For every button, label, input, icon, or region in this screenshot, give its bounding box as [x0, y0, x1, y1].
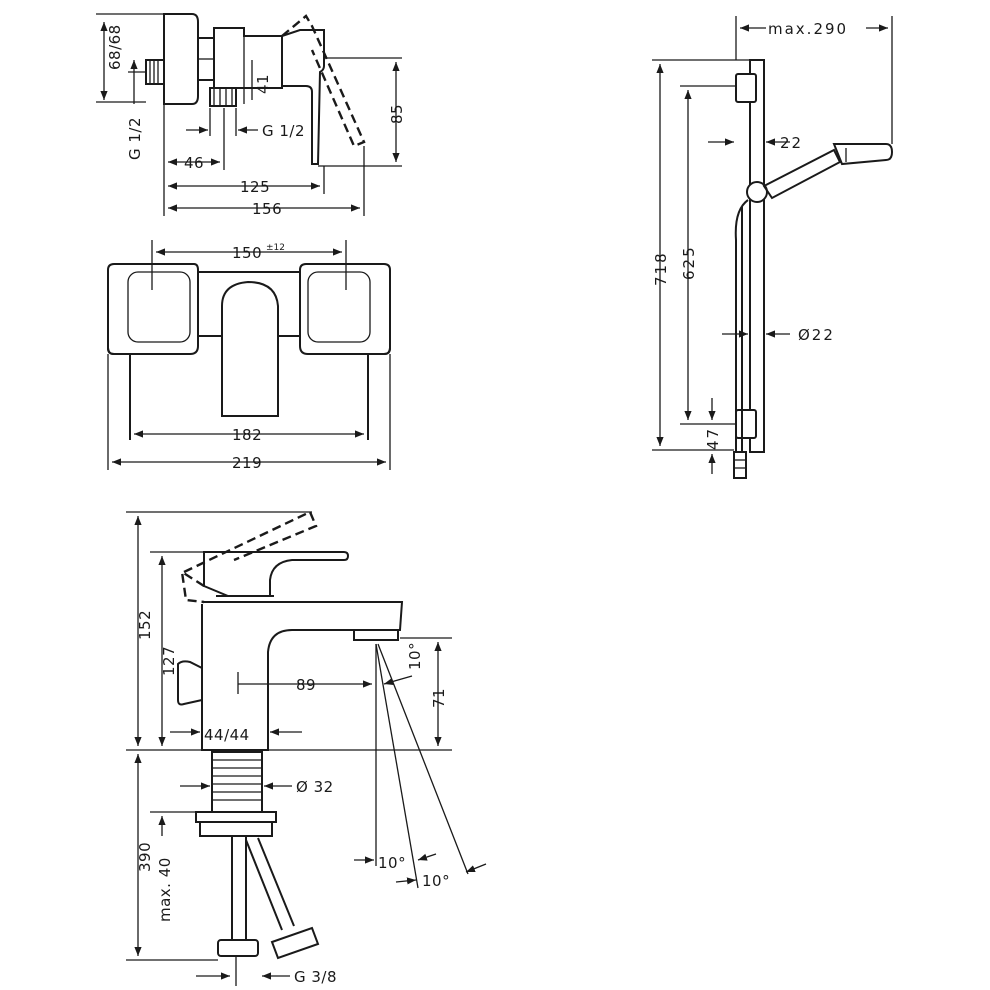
dim-219: 219 — [232, 454, 262, 472]
shower-mixer-side-view: 68/68 G 1/2 41 85 G 1/2 46 125 156 — [96, 13, 406, 218]
dim-390: 390 — [136, 842, 154, 872]
dim-g-half-right: G 1/2 — [262, 122, 305, 140]
dim-dia-22: Ø22 — [798, 326, 835, 344]
dim-10-deg-b: 10° — [422, 872, 450, 890]
dim-71: 71 — [430, 688, 448, 708]
dim-46: 46 — [184, 154, 204, 172]
dim-dia-32: Ø 32 — [296, 778, 334, 796]
dim-22-top: 22 — [780, 134, 803, 152]
dim-85: 85 — [388, 104, 406, 124]
dim-44-44: 44/44 — [204, 726, 250, 744]
dim-156: 156 — [252, 200, 282, 218]
dim-125: 125 — [240, 178, 270, 196]
dim-g-half-left: G 1/2 — [126, 117, 144, 160]
shower-mixer-front-view: 150 ±12 182 219 — [107, 240, 391, 472]
dim-150: 150 — [232, 244, 262, 262]
dim-g-3-8: G 3/8 — [294, 968, 337, 986]
dim-10-deg-top: 10° — [406, 642, 424, 670]
dim-47: 47 — [704, 427, 722, 450]
dim-127: 127 — [160, 646, 178, 676]
basin-mixer-side-view: 152 127 89 10° 71 44/44 Ø 32 390 max. 40 — [126, 510, 487, 986]
dim-625: 625 — [680, 245, 698, 280]
dim-89: 89 — [296, 676, 316, 694]
dim-718: 718 — [652, 251, 670, 286]
dim-10-deg-a: 10° — [378, 854, 406, 872]
dim-152: 152 — [136, 610, 154, 640]
dim-68-68: 68/68 — [106, 24, 124, 70]
dim-150-tolerance: ±12 — [266, 243, 285, 253]
shower-rail-set: max.290 22 718 625 Ø22 47 — [652, 16, 894, 479]
dim-182: 182 — [232, 426, 262, 444]
dim-max-40: max. 40 — [156, 857, 174, 922]
dim-max-290: max.290 — [768, 20, 848, 38]
dim-41: 41 — [254, 74, 272, 94]
